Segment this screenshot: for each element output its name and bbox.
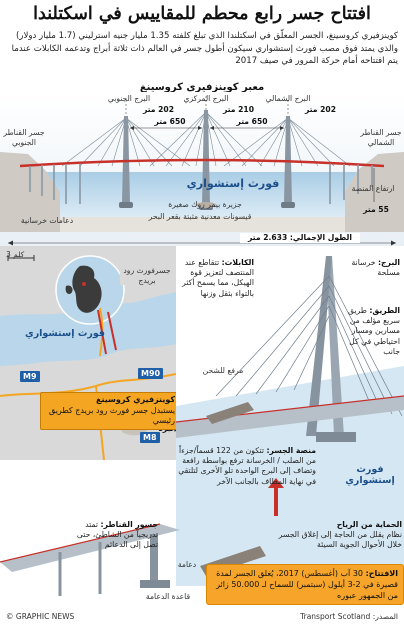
deck-text: تتكون من 122 قسماً/جزءاً من الصلب / الخر… bbox=[178, 446, 316, 486]
opening-text: 30 آب (أغسطس) 2017، يُغلق الجسر لمدة قصي… bbox=[216, 569, 398, 600]
credit: © GRAPHIC NEWS bbox=[6, 612, 75, 621]
tower-note: البرج: خرسانة مسلحة bbox=[342, 258, 400, 278]
viaduct-illustration bbox=[0, 523, 180, 596]
queensferry-title: كوينزفيري كروسينغ bbox=[96, 395, 175, 404]
span-left-length: 650 متر bbox=[154, 117, 186, 126]
viaduct-piers bbox=[29, 163, 373, 204]
page-title: افتتاح جسر رابع محطم للمقاييس في اسكتلند… bbox=[33, 4, 371, 24]
opening-title: الافتتاح: bbox=[365, 569, 398, 578]
tower-title: البرج: bbox=[377, 258, 400, 267]
cable-fans bbox=[61, 111, 351, 167]
deck-height-value: 55 متر bbox=[363, 205, 389, 214]
m8-shield: M8 bbox=[140, 432, 160, 443]
towers bbox=[122, 110, 292, 204]
forth-road-bridge-label: جسرفورث رود بريدج bbox=[120, 266, 174, 285]
viaduct-note: جسور القناطر: تمتد تدريجياً من الشاطئ، ح… bbox=[72, 520, 158, 551]
road-note: الطريق: طريق سريع مؤلف من مسارين ومسار ا… bbox=[340, 306, 400, 357]
wind-title: الحماية من الرياح bbox=[336, 520, 402, 529]
tower-south-label: البرج الجنوبي bbox=[107, 94, 151, 103]
deck-note: منصة الجسر: تتكون من 122 قسماً/جزءاً من … bbox=[168, 446, 316, 487]
tower-north-height: 202 متر bbox=[304, 105, 336, 114]
total-length: الطول الإجمالي: 2.633 متر bbox=[240, 233, 360, 243]
viaduct-title: جسور القناطر: bbox=[100, 520, 158, 529]
road-text: طريق سريع مؤلف من مسارين ومسار احتياطي ف… bbox=[347, 306, 400, 356]
wind-text: نظام يقلل من الحاجة إلى إغلاق الجسر خلال… bbox=[278, 530, 402, 550]
road-title: الطريق: bbox=[369, 306, 400, 315]
estuary-water bbox=[0, 292, 176, 366]
map-river-label: فورث إستشواري bbox=[24, 328, 106, 339]
source-line: المصدر: Transport Scotland bbox=[300, 612, 398, 621]
tower-central-height: 210 متر bbox=[222, 105, 254, 114]
tower-central-label: البرج المركزي bbox=[183, 94, 229, 103]
deck-title: منصة الجسر: bbox=[266, 446, 316, 455]
section-subtitle: معبر كوينزفيري كروسينغ bbox=[139, 82, 265, 93]
islet-label: جزيرة بيمر روك صغيرة bbox=[168, 200, 242, 209]
viaduct-south-label: جسر القناطر الجنوبي bbox=[3, 128, 45, 147]
deck-height-label: ارتفاع المنصة bbox=[351, 184, 395, 193]
tower-south bbox=[122, 116, 130, 202]
bridge-elevation-diagram bbox=[0, 92, 404, 260]
caissons-label: قيسونات معدنية مثبتة بقعر البحر bbox=[148, 212, 252, 221]
queensferry-desc: يستبدل جسر فورث رود بريدج كطريق رئيسي bbox=[49, 405, 175, 426]
pier-label: دعامة bbox=[177, 560, 197, 569]
tower-north-label: البرج الشمالي bbox=[265, 94, 311, 103]
bridge-deck bbox=[19, 158, 385, 168]
tower-central bbox=[202, 110, 210, 204]
north-shore bbox=[345, 152, 404, 232]
cables-text: تتقاطع عند المنتصف لتعزيز قوة الهيكل، مم… bbox=[182, 258, 254, 298]
tower-text: خرسانة مسلحة bbox=[351, 258, 400, 278]
ship-label: مرفع للشحن bbox=[202, 366, 244, 375]
tower-north bbox=[284, 116, 292, 202]
wind-note: الحماية من الرياح نظام يقلل من الحاجة إل… bbox=[278, 520, 402, 551]
cables-title: الكابلات: bbox=[221, 258, 254, 267]
river-label: فورث إستشواري bbox=[186, 177, 280, 190]
tower-south-height: 202 متر bbox=[142, 105, 174, 114]
pier-base-label: قاعدة الدعامة bbox=[145, 592, 191, 601]
viaduct-north-label: جسر القناطر الشمالي bbox=[360, 128, 402, 147]
intro-text: كوينزفيري كروسينغ، الجسر المعلّق في اسكت… bbox=[11, 31, 398, 67]
water-area bbox=[0, 172, 404, 217]
m9-shield: M9 bbox=[20, 371, 40, 382]
piers-label: دعامات خرسانية bbox=[20, 216, 74, 225]
map-scale: 3 كلم bbox=[6, 250, 25, 259]
source-name: Transport Scotland bbox=[300, 612, 371, 621]
viaduct-text: تمتد تدريجياً من الشاطئ، حتى تصل إلى الد… bbox=[76, 520, 158, 550]
span-right-length: 650 متر bbox=[236, 117, 268, 126]
queensferry-callout: كوينزفيري كروسينغ يستبدل جسر فورث رود بر… bbox=[40, 392, 180, 430]
bridge-perspective-illustration bbox=[176, 246, 404, 586]
source-label: المصدر: bbox=[372, 612, 398, 621]
opening-box: الافتتاح: 30 آب (أغسطس) 2017، يُغلق الجس… bbox=[206, 564, 404, 605]
river-right-label: فورث إستشواري bbox=[345, 464, 395, 486]
m90-shield: M90 bbox=[138, 368, 164, 379]
cables-note: الكابلات: تتقاطع عند المنتصف لتعزيز قوة … bbox=[180, 258, 254, 299]
